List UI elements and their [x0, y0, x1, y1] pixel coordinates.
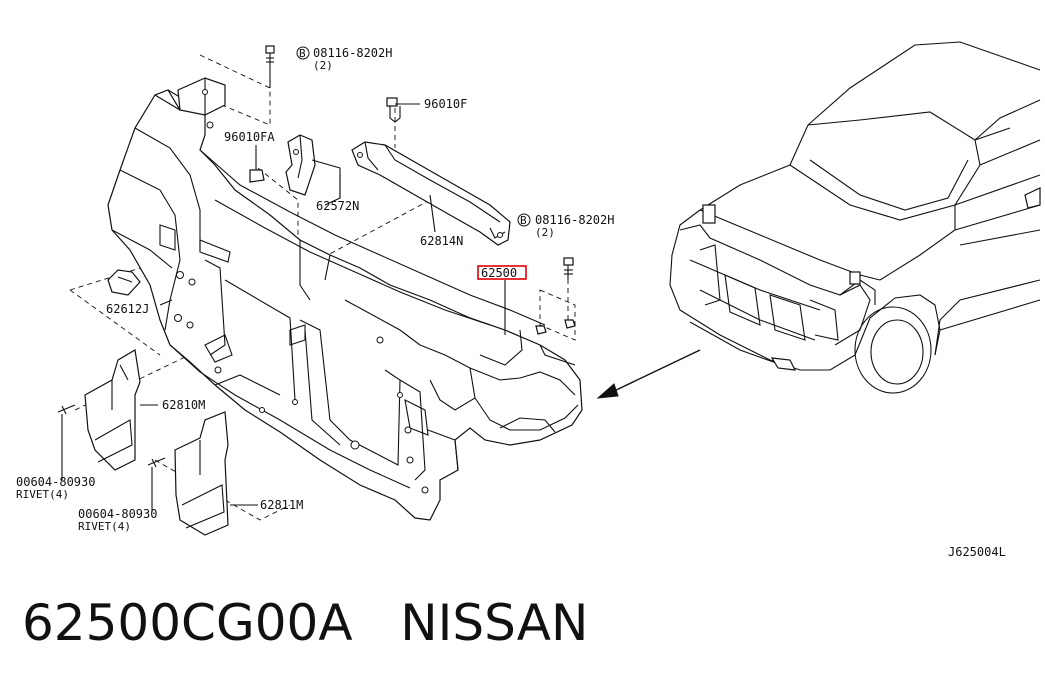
pointer-arrow — [596, 349, 701, 399]
callout-seal-part: 62612J — [106, 302, 149, 316]
vehicle-illustration — [669, 41, 1041, 394]
caption-part-number: 62500CG00A — [22, 594, 353, 652]
callout-rivet-upper-part: 00604-80930 — [16, 475, 95, 489]
air-guard-parts — [57, 349, 229, 536]
fasteners — [177, 45, 576, 335]
callout-guard-upper-part: 62810M — [162, 398, 205, 412]
caption-brand: NISSAN — [400, 594, 589, 652]
callout-bolt-top-letter: B — [299, 47, 306, 60]
callout-bolt-right-qty: (2) — [535, 226, 555, 239]
callout-bolt-right-part: 08116-8202H — [535, 213, 614, 227]
circle-b-marker — [296, 46, 310, 60]
seal-part — [107, 269, 141, 296]
callout-guard-lower-part: 62811M — [260, 498, 303, 512]
callout-rivet-lower-desc: RIVET(4) — [78, 520, 131, 533]
callout-bolt-right-letter: B — [520, 214, 527, 227]
part-caption: 62500CG00A NISSAN — [22, 596, 588, 651]
callout-bolt-top-part: 08116-8202H — [313, 46, 392, 60]
circle-b-marker-right — [517, 213, 531, 227]
callout-labels: B 08116-8202H (2) 96010F 96010FA 62572N … — [16, 46, 1006, 559]
callout-rivet-upper-desc: RIVET(4) — [16, 488, 69, 501]
bracket-part — [285, 134, 341, 206]
leader-lines — [61, 66, 506, 512]
callout-clip-top-part: 96010F — [424, 97, 467, 111]
callout-main-part[interactable]: 62500 — [481, 266, 517, 280]
callout-bracket-part: 62572N — [316, 199, 359, 213]
callout-bolt-top-qty: (2) — [313, 59, 333, 72]
radiator-core-support — [107, 89, 583, 521]
callout-rivet-lower-part: 00604-80930 — [78, 507, 157, 521]
diagram-code: J625004L — [948, 545, 1006, 559]
highlight-box — [477, 265, 527, 280]
upper-bar-part — [351, 141, 511, 246]
callout-clip-left-part: 96010FA — [224, 130, 275, 144]
callout-upper-bar-part: 62814N — [420, 234, 463, 248]
